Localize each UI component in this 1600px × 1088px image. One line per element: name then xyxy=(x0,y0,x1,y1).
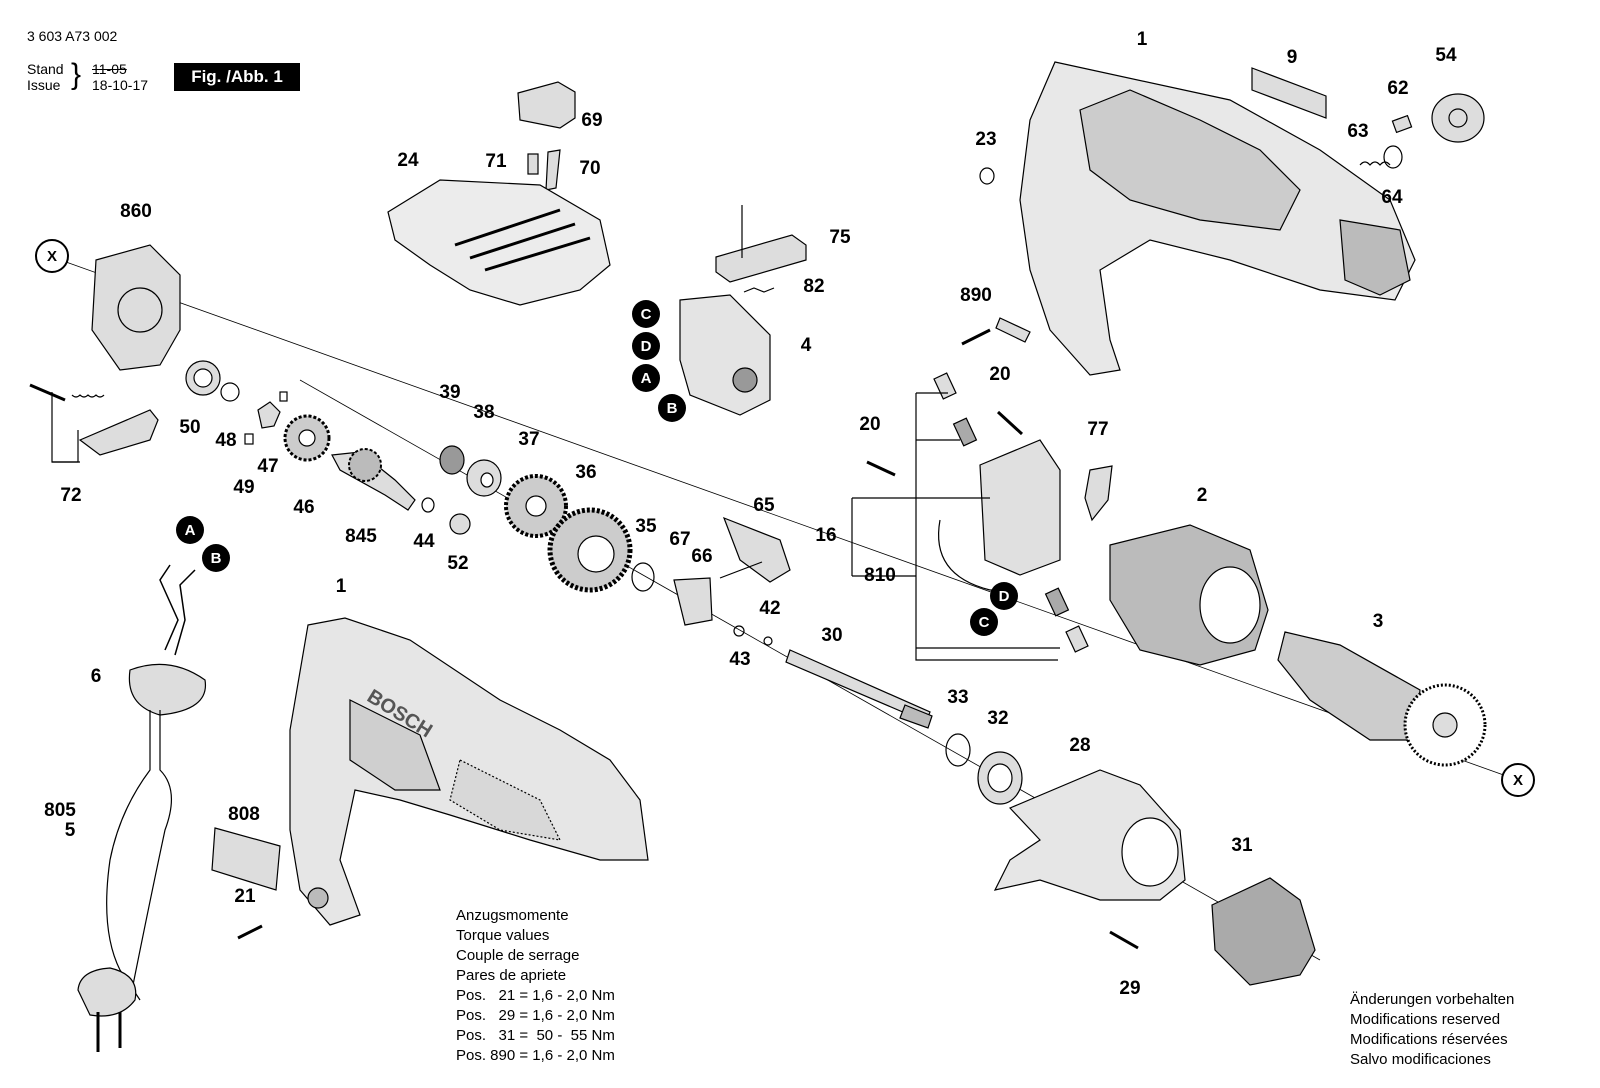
part-label-48: 48 xyxy=(215,430,237,451)
torque-values-note: Anzugsmomente Torque values Couple de se… xyxy=(456,906,615,1066)
part-label-845: 845 xyxy=(345,526,377,547)
marker-b-cord: B xyxy=(202,544,230,572)
marker-x-right: X xyxy=(1501,763,1535,797)
torque-line: Pos. 21 = 1,6 - 2,0 Nm xyxy=(456,987,615,1004)
torque-line: Anzugsmomente xyxy=(456,907,569,924)
stand-label: Stand xyxy=(27,61,64,77)
part-label-31: 31 xyxy=(1231,835,1253,856)
part-label-63: 63 xyxy=(1347,121,1369,142)
part-label-43: 43 xyxy=(729,649,751,670)
marker-x-left: X xyxy=(35,239,69,273)
figure-badge: Fig. /Abb. 1 xyxy=(174,63,300,91)
part-label-860: 860 xyxy=(120,201,152,222)
torque-line: Pos. 29 = 1,6 - 2,0 Nm xyxy=(456,1007,615,1024)
plug-drawing xyxy=(77,967,137,1017)
part-label-77: 77 xyxy=(1087,419,1109,440)
part-label-39: 39 xyxy=(439,382,461,403)
housing-half-upper-drawing xyxy=(1019,61,1416,376)
marker-a-cord: A xyxy=(176,516,204,544)
part-label-3: 3 xyxy=(1372,611,1384,632)
part-label-70: 70 xyxy=(579,158,601,179)
chuck-drawing xyxy=(1211,877,1316,986)
part-label-35: 35 xyxy=(635,516,657,537)
marker-c-brush: C xyxy=(970,608,998,636)
part-label-16: 16 xyxy=(815,525,837,546)
part-label-72: 72 xyxy=(60,485,82,506)
part-label-75: 75 xyxy=(829,227,851,248)
label-plate-drawing xyxy=(1251,67,1327,119)
part-label-23: 23 xyxy=(975,129,997,150)
switch-drawing xyxy=(679,294,771,416)
part-label-44: 44 xyxy=(413,531,435,552)
marker-c-switch: C xyxy=(632,300,660,328)
issue-label: Issue xyxy=(27,77,61,93)
new-date: 18-10-17 xyxy=(92,77,149,93)
part-label-37: 37 xyxy=(518,429,540,450)
brace: } xyxy=(71,58,82,91)
torque-line: Torque values xyxy=(456,927,550,944)
part-label-33: 33 xyxy=(947,687,969,708)
document-number: 3 603 A73 002 xyxy=(27,28,118,44)
armature-drawing xyxy=(1277,631,1421,741)
part-label-29: 29 xyxy=(1119,978,1141,999)
modifications-line: Änderungen vorbehalten xyxy=(1350,991,1515,1008)
axis-line-upper xyxy=(65,261,1513,779)
part-label-1-lower: 1 xyxy=(335,576,347,597)
part-label-42: 42 xyxy=(759,598,781,619)
part-label-808: 808 xyxy=(228,804,260,825)
marker-d-brush: D xyxy=(990,582,1018,610)
part-label-52: 52 xyxy=(447,553,469,574)
marker-a-switch: A xyxy=(632,364,660,392)
part-label-2: 2 xyxy=(1196,485,1208,506)
part-label-49: 49 xyxy=(233,477,255,498)
torque-line: Pos. 890 = 1,6 - 2,0 Nm xyxy=(456,1047,615,1064)
part-label-46: 46 xyxy=(293,497,315,518)
part-label-21: 21 xyxy=(234,886,256,907)
brush-holder-drawing xyxy=(979,439,1061,576)
part-label-47: 47 xyxy=(257,456,279,477)
part-label-890: 890 xyxy=(960,285,992,306)
drill-body-drawing xyxy=(289,617,649,926)
part-label-4: 4 xyxy=(800,335,812,356)
part-label-805: 805 xyxy=(44,800,76,821)
part-label-67: 67 xyxy=(669,529,691,550)
part-label-20-top: 20 xyxy=(989,364,1011,385)
modifications-line: Modifications reserved xyxy=(1350,1011,1501,1028)
gear-housing-drawing xyxy=(91,244,181,371)
part-label-36: 36 xyxy=(575,462,597,483)
part-label-66: 66 xyxy=(691,546,713,567)
part-label-50: 50 xyxy=(179,417,201,438)
part-label-38: 38 xyxy=(473,402,495,423)
old-date: 11-05 xyxy=(92,61,127,77)
torque-line: Pos. 31 = 50 - 55 Nm xyxy=(456,1027,615,1044)
part-label-69: 69 xyxy=(581,110,603,131)
modifications-line: Salvo modificaciones xyxy=(1350,1051,1491,1068)
part-label-6: 6 xyxy=(90,666,102,687)
marker-d-switch: D xyxy=(632,332,660,360)
part-label-9: 9 xyxy=(1286,47,1298,68)
marker-b-switch: B xyxy=(658,394,686,422)
switch-cap-drawing xyxy=(517,81,576,129)
part-label-32: 32 xyxy=(987,708,1009,729)
torque-line: Pares de apriete xyxy=(456,967,567,984)
torque-line: Couple de serrage xyxy=(456,947,580,964)
part-label-30: 30 xyxy=(821,625,843,646)
part-label-62: 62 xyxy=(1387,78,1409,99)
part-label-64: 64 xyxy=(1381,187,1403,208)
cord-grommet-drawing xyxy=(128,663,207,716)
part-label-24: 24 xyxy=(397,150,419,171)
part-label-1-upper: 1 xyxy=(1136,29,1148,50)
modifications-note: Änderungen vorbehalten Modifications res… xyxy=(1350,990,1514,1070)
part-label-5: 5 xyxy=(64,820,76,841)
part-label-54: 54 xyxy=(1435,45,1457,66)
modifications-line: Modifications réservées xyxy=(1350,1031,1508,1048)
end-cap-drawing xyxy=(1431,93,1485,143)
part-label-82: 82 xyxy=(803,276,825,297)
part-label-65: 65 xyxy=(753,495,775,516)
part-label-28: 28 xyxy=(1069,735,1091,756)
part-label-20-left: 20 xyxy=(859,414,881,435)
part-label-810: 810 xyxy=(864,565,896,586)
part-label-71: 71 xyxy=(485,151,507,172)
